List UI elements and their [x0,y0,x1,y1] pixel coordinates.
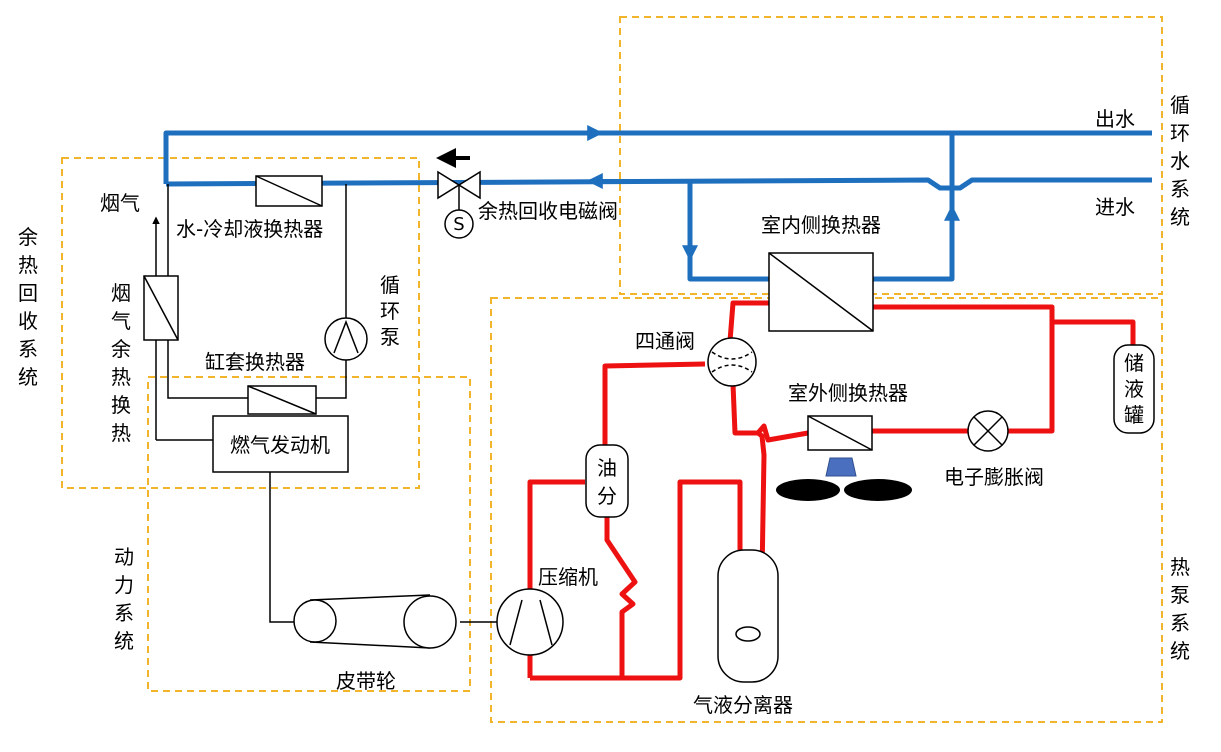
heat-pump-system-boundary [490,297,1163,723]
four-way-valve[interactable] [707,337,757,387]
water-coolant-hx-label: 水-冷却液换热器 [176,217,323,241]
circ-pump-label: 循环泵 [380,273,400,349]
exv-label: 电子膨胀阀 [944,465,1044,489]
exv[interactable] [967,410,1009,452]
cylinder-hx-label: 缸套换热器 [205,350,305,374]
vertical-labels: 循环水系统 余热回收系统 动力系统 热泵系统 循环泵 烟气余热换热 储液罐 [18,93,1190,663]
outdoor-fan [776,457,912,501]
water-return-from-indoor-hx [872,133,955,282]
belt-pulleys [293,595,457,649]
receiver-label: 储液罐 [1124,351,1144,427]
cylinder-hx [247,385,317,415]
gas-engine: 燃气发动机 [212,415,349,473]
waste-heat-system-boundary [61,157,420,489]
labels: 出水 进水 烟气 水-冷却液换热器 余热回收电磁阀 室内侧换热器 缸套换热器 四… [100,107,1135,717]
circ-water-system-boundary [619,16,1163,295]
oil-separator-label-1: 油 [597,456,617,480]
four-way-valve-label: 四通阀 [635,329,695,353]
gas-engine-label: 燃气发动机 [230,433,330,457]
mechanical-lines [152,184,497,649]
receiver [1113,344,1155,434]
power-system-boundary [147,376,471,692]
compressor-label: 压缩机 [538,565,598,589]
flue-gas-hx [143,275,179,341]
water-coolant-hx [255,175,323,207]
power-system-label: 动力系统 [114,545,134,653]
oil-separator: 油 分 [585,444,629,518]
compressor [496,588,564,656]
flue-gas-hx-label: 烟气余热换热 [111,281,131,445]
circ-pump [324,317,368,361]
gas-liquid-separator-label: 气液分离器 [693,693,793,717]
heat-pump-system-label: 热泵系统 [1170,555,1190,663]
solenoid-symbol: S [453,214,464,235]
gas-liquid-separator [717,549,779,683]
water-in-label: 进水 [1095,195,1135,219]
indoor-hx-label: 室内侧换热器 [761,213,881,237]
outdoor-hx [807,415,873,451]
water-out-label: 出水 [1095,107,1135,131]
solenoid-valve[interactable]: S [436,148,481,239]
water-branch-to-indoor-hx [687,181,770,282]
outdoor-hx-label: 室外侧换热器 [788,381,908,405]
oil-separator-label-2: 分 [597,484,617,508]
solenoid-valve-label: 余热回收电磁阀 [478,199,618,223]
system-boundaries [61,16,1163,723]
flue-gas-label: 烟气 [100,191,140,215]
water-lines [163,125,1152,282]
refrigerant-lines [527,300,1136,681]
belt-pulley-label: 皮带轮 [336,669,396,693]
circ-water-system-label: 循环水系统 [1170,93,1190,229]
indoor-hx [768,252,874,332]
waste-heat-system-label: 余热回收系统 [18,225,38,389]
water-out-line [163,130,1152,184]
